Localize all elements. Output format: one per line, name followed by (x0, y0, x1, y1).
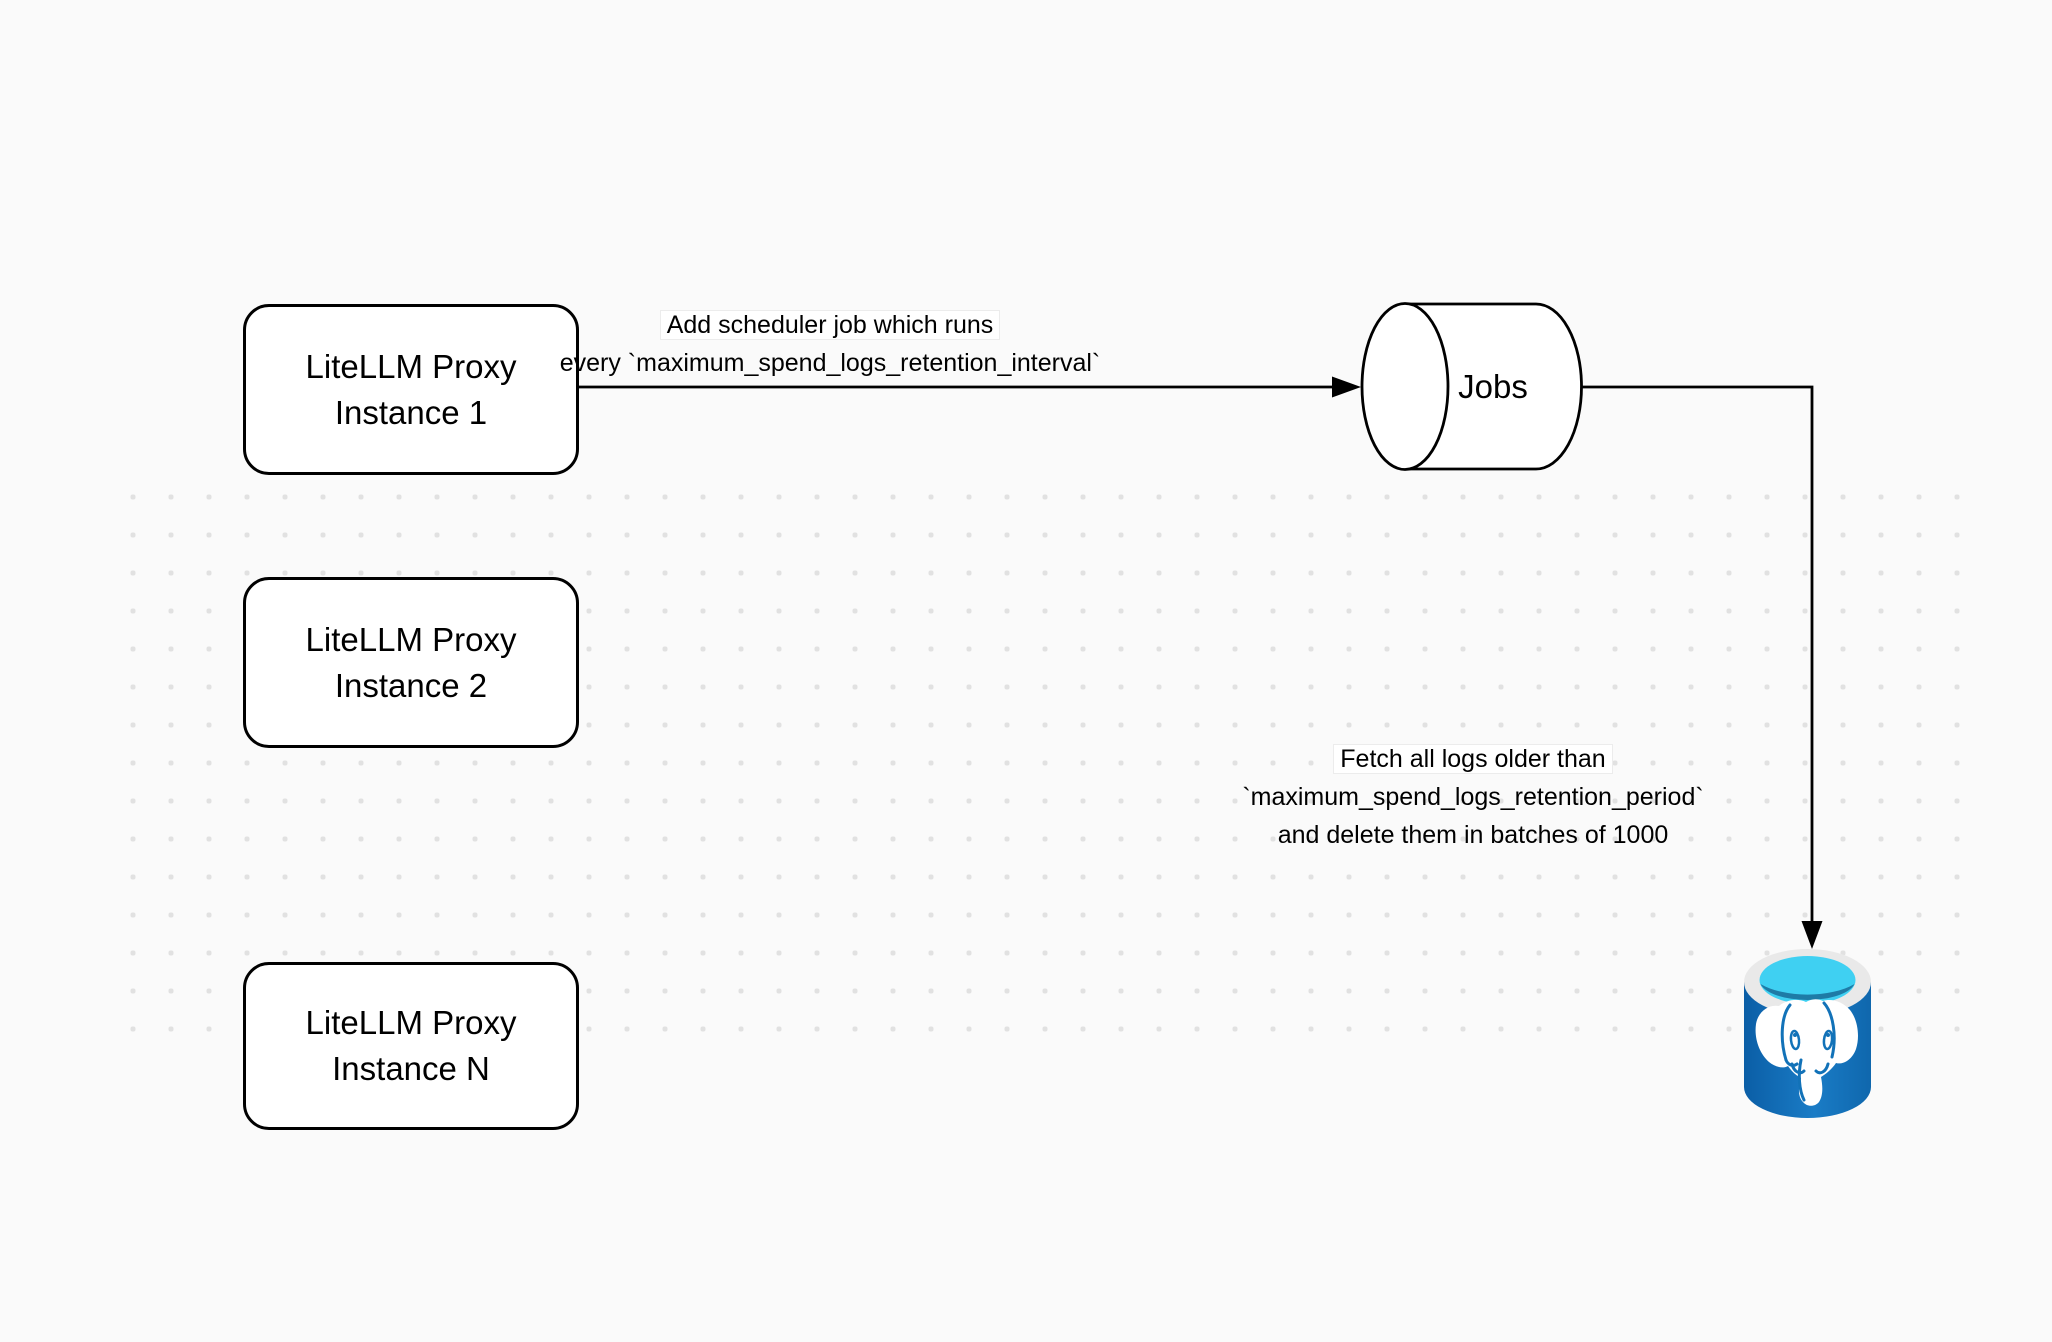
edge-label-line: Add scheduler job which runs (660, 311, 1000, 339)
jobs-cylinder-shape (1360, 302, 1583, 471)
edge-label-line: Fetch all logs older than (1334, 745, 1612, 773)
node-litellm-proxy-instance-n: LiteLLM Proxy Instance N (243, 962, 579, 1130)
edge-label-fetch-delete: Fetch all logs older than `maximum_spend… (1123, 740, 1823, 854)
edge-label-line: and delete them in batches of 1000 (1277, 821, 1669, 849)
jobs-node-label: Jobs (1458, 368, 1528, 405)
node-label-line: Instance N (332, 1050, 490, 1087)
pg-cylinder-opening (1759, 956, 1856, 1004)
node-label-line: LiteLLM Proxy (305, 347, 517, 385)
node-litellm-proxy-instance-1: LiteLLM Proxy Instance 1 (243, 304, 579, 475)
pg-cylinder-liquid (1760, 984, 1855, 1000)
elephant-eyes (1789, 1029, 1834, 1051)
edge-label-line: `maximum_spend_logs_retention_period` (1242, 783, 1704, 811)
node-label-line: LiteLLM Proxy (305, 620, 517, 658)
node-label-line: Instance 1 (334, 393, 488, 431)
edge-add-scheduler-arrow (573, 376, 1361, 398)
postgresql-database-icon (1744, 949, 1871, 1118)
edge-label-line: every `maximum_spend_logs_retention_inte… (559, 349, 1101, 377)
postgres-elephant-logo (1755, 999, 1858, 1106)
edge-label-add-scheduler: Add scheduler job which runs every `maxi… (430, 306, 1230, 382)
node-litellm-proxy-instance-2: LiteLLM Proxy Instance 2 (243, 577, 579, 748)
node-label-line: Instance 2 (334, 666, 488, 704)
node-label-line: LiteLLM Proxy (305, 1004, 517, 1041)
dot-grid-background (114, 478, 1976, 1048)
edge-fetch-delete-arrow (1582, 385, 1823, 949)
